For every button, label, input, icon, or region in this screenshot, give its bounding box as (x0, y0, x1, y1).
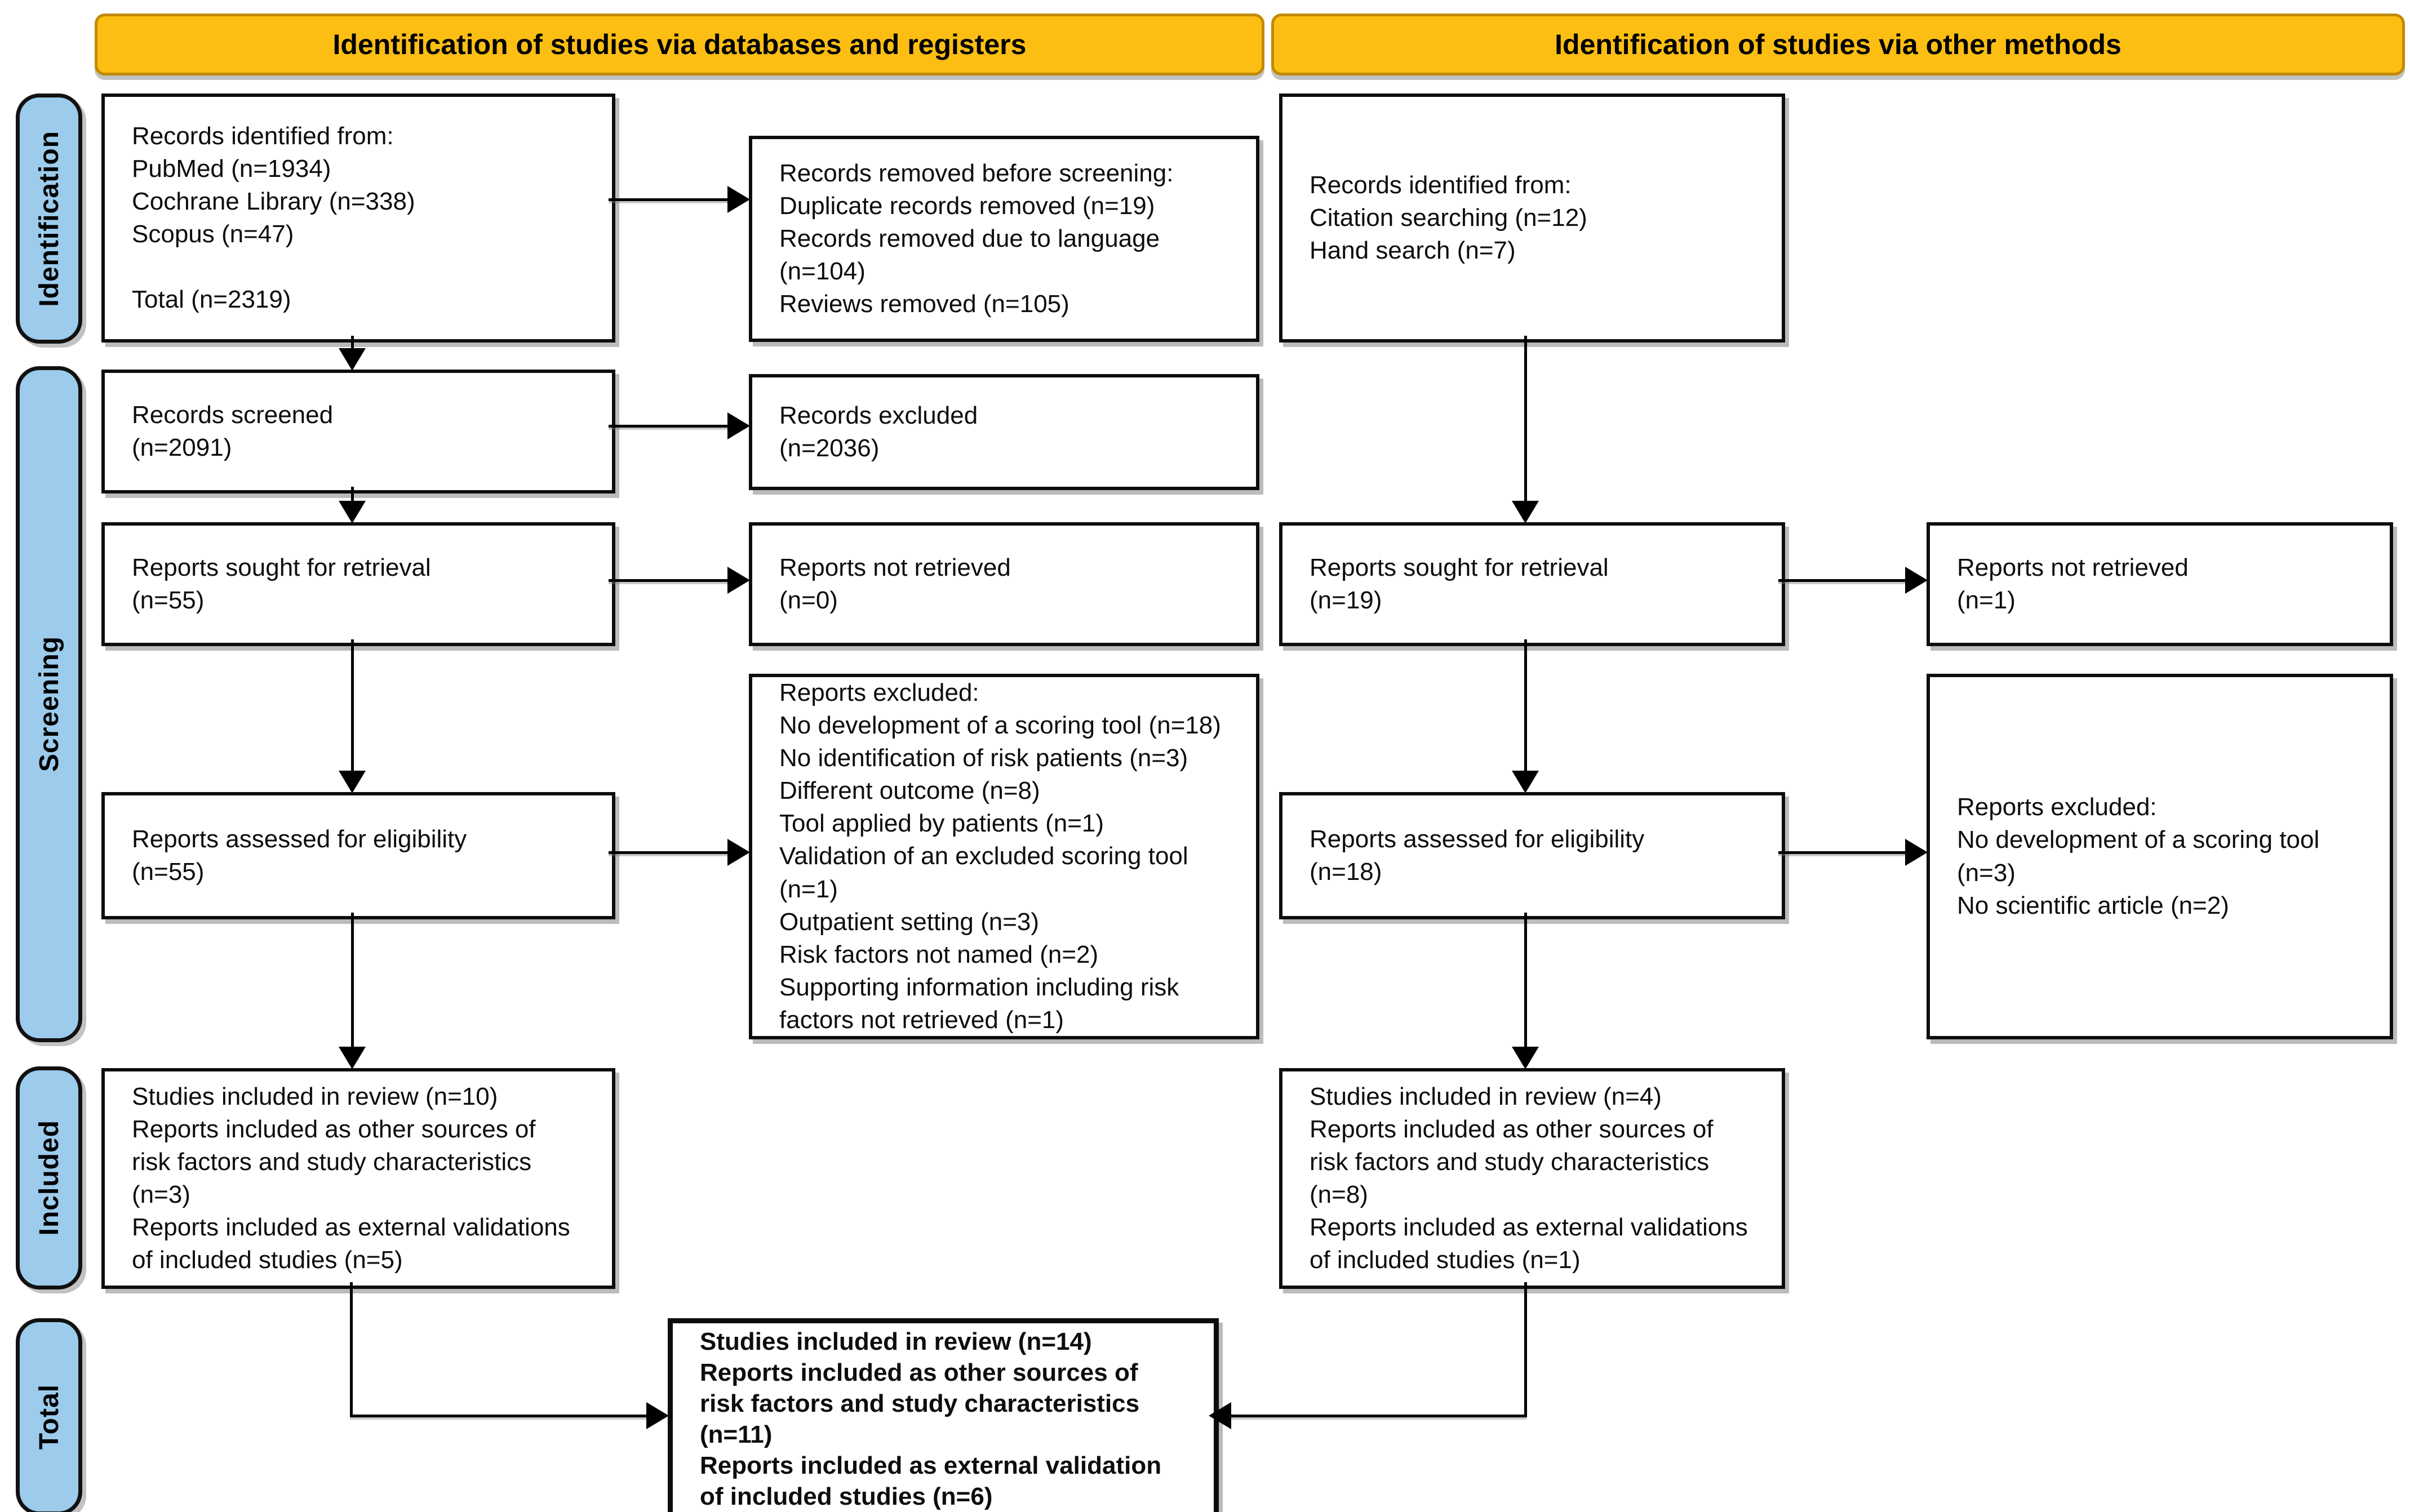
box-reports-sought-other: Reports sought for retrieval (n=19) (1279, 522, 1785, 646)
sidebar-phase-identification: Identification (16, 94, 82, 344)
box-records-identified-databases-text: Records identified from: PubMed (n=1934)… (132, 122, 415, 314)
arrow-screened-to-sought (351, 487, 354, 502)
arrow-sought-to-assessed-left (351, 639, 354, 772)
box-records-identified-other: Records identified from: Citation search… (1279, 94, 1785, 343)
box-studies-included-databases: Studies included in review (n=10) Report… (101, 1068, 615, 1289)
box-reports-not-retrieved-other: Reports not retrieved (n=1) (1927, 522, 2393, 646)
box-studies-included-other: Studies included in review (n=4) Reports… (1279, 1068, 1785, 1289)
arrowhead-screened-to-excluded (727, 412, 750, 439)
box-studies-included-other-text: Studies included in review (n=4) Reports… (1310, 1082, 1748, 1274)
arrow-assessed-to-excluded-right (1778, 851, 1905, 854)
arrow-identified-other-to-sought (1524, 336, 1527, 501)
box-records-identified-databases: Records identified from: PubMed (n=1934)… (101, 94, 615, 343)
box-reports-not-retrieved-databases: Reports not retrieved (n=0) (749, 522, 1259, 646)
arrow-screened-to-excluded (609, 425, 727, 428)
arrowhead-sought-to-assessed-left (339, 771, 366, 793)
box-reports-sought-databases-text: Reports sought for retrieval (n=55) (132, 553, 431, 614)
arrowhead-sought-to-not-retrieved-left (727, 567, 750, 594)
arrow-assessed-to-included-right (1524, 913, 1527, 1048)
arrowhead-assessed-to-excluded-left (727, 839, 750, 866)
box-total-included-text: Studies included in review (n=14) Report… (700, 1328, 1162, 1510)
header-other-methods-label: Identification of studies via other meth… (1555, 29, 2121, 60)
arrowhead-sought-to-assessed-right (1512, 771, 1539, 793)
arrow-identified-to-screened (351, 336, 354, 349)
arrowhead-screened-to-sought (339, 501, 366, 523)
box-records-excluded-text: Records excluded (n=2036) (779, 401, 978, 462)
box-reports-excluded-databases: Reports excluded: No development of a sc… (749, 674, 1259, 1039)
header-databases-registers-label: Identification of studies via databases … (332, 29, 1027, 60)
header-other-methods: Identification of studies via other meth… (1271, 14, 2405, 75)
sidebar-phase-total-label: Total (34, 1384, 64, 1450)
arrowhead-right-to-total (1209, 1402, 1231, 1429)
connector-included-left-down (350, 1282, 353, 1417)
sidebar-phase-identification-label: Identification (34, 130, 64, 307)
box-records-excluded: Records excluded (n=2036) (749, 374, 1259, 490)
sidebar-phase-included: Included (16, 1066, 82, 1289)
box-reports-excluded-other: Reports excluded: No development of a sc… (1927, 674, 2393, 1039)
arrow-sought-to-assessed-right (1524, 639, 1527, 772)
arrowhead-assessed-to-included-left (339, 1047, 366, 1069)
arrowhead-identified-other-to-sought (1512, 501, 1539, 523)
arrow-sought-to-not-retrieved-right (1778, 579, 1905, 582)
box-reports-assessed-databases-text: Reports assessed for eligibility (n=55) (132, 825, 467, 886)
connector-included-right-down (1524, 1282, 1527, 1417)
sidebar-phase-total: Total (16, 1318, 82, 1512)
box-records-identified-other-text: Records identified from: Citation search… (1310, 171, 1587, 265)
box-reports-assessed-databases: Reports assessed for eligibility (n=55) (101, 792, 615, 919)
box-total-included: Studies included in review (n=14) Report… (668, 1318, 1219, 1512)
connector-included-right-to-total (1231, 1415, 1526, 1417)
arrowhead-assessed-to-excluded-right (1905, 839, 1928, 866)
box-studies-included-databases-text: Studies included in review (n=10) Report… (132, 1082, 570, 1274)
arrow-identified-to-removed (609, 198, 727, 201)
box-records-screened: Records screened (n=2091) (101, 370, 615, 493)
box-reports-excluded-other-text: Reports excluded: No development of a sc… (1957, 793, 2320, 919)
arrowhead-identified-to-removed (727, 186, 750, 213)
arrowhead-left-to-total (646, 1402, 669, 1429)
box-reports-sought-other-text: Reports sought for retrieval (n=19) (1310, 553, 1609, 614)
arrowhead-assessed-to-included-right (1512, 1047, 1539, 1069)
box-reports-not-retrieved-other-text: Reports not retrieved (n=1) (1957, 553, 2189, 614)
arrow-sought-to-not-retrieved-left (609, 579, 727, 582)
box-reports-sought-databases: Reports sought for retrieval (n=55) (101, 522, 615, 646)
arrowhead-sought-to-not-retrieved-right (1905, 567, 1928, 594)
box-records-removed-before-screening: Records removed before screening: Duplic… (749, 136, 1259, 342)
arrow-assessed-to-included-left (351, 913, 354, 1048)
box-reports-excluded-databases-text: Reports excluded: No development of a sc… (779, 679, 1221, 1034)
arrowhead-identified-to-screened (339, 348, 366, 371)
sidebar-phase-screening: Screening (16, 366, 82, 1042)
sidebar-phase-screening-label: Screening (34, 636, 64, 772)
box-records-removed-before-screening-text: Records removed before screening: Duplic… (779, 159, 1174, 318)
box-reports-assessed-other-text: Reports assessed for eligibility (n=18) (1310, 825, 1645, 886)
box-records-screened-text: Records screened (n=2091) (132, 401, 334, 461)
sidebar-phase-included-label: Included (34, 1120, 64, 1236)
arrow-assessed-to-excluded-left (609, 851, 727, 854)
header-databases-registers: Identification of studies via databases … (95, 14, 1264, 75)
box-reports-not-retrieved-databases-text: Reports not retrieved (n=0) (779, 553, 1011, 614)
box-reports-assessed-other: Reports assessed for eligibility (n=18) (1279, 792, 1785, 919)
connector-included-left-to-total (350, 1415, 646, 1417)
